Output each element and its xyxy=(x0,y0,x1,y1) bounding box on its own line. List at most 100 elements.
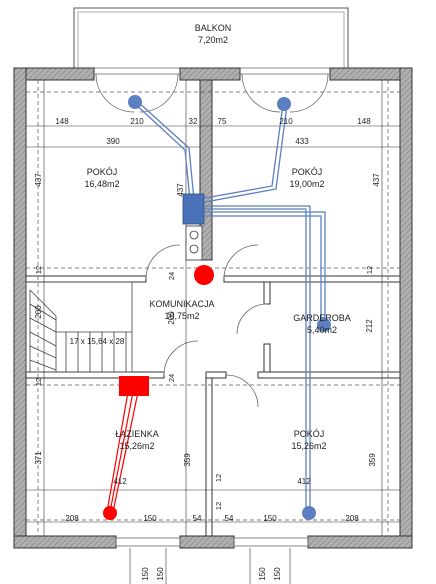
red-pipes xyxy=(106,391,139,513)
door-garderoba xyxy=(236,303,268,335)
stairs-outline xyxy=(25,281,133,373)
dim-center-24-b: 24 xyxy=(167,374,176,382)
pipe-red-b xyxy=(109,391,134,513)
dim-top-148-left: 148 xyxy=(55,117,69,126)
door-right-swing-b xyxy=(289,73,329,113)
stairs xyxy=(25,281,133,373)
dim-top-210-left: 210 xyxy=(130,117,144,126)
stairs-steps xyxy=(29,303,57,371)
room-pokoj-bottom-name: POKÓJ xyxy=(294,429,325,439)
room-labels: BALKON 7,20m2 POKÓJ 16,48m2 POKÓJ 19,00m… xyxy=(70,23,351,451)
pipe-garderoba-a xyxy=(205,211,326,324)
dim-left-437: 437 xyxy=(34,173,43,187)
balcony-doors xyxy=(94,73,330,113)
dimension-labels: 148 210 32 75 210 148 390 433 437 437 43… xyxy=(34,117,381,581)
interior-walls xyxy=(25,79,401,537)
room-pokoj-bottom-area: 15,26m2 xyxy=(291,441,326,451)
pipe-pokoj-right-a xyxy=(204,103,284,199)
pipe-pokoj-left-a xyxy=(132,101,191,201)
dim-center-12-b: 12 xyxy=(214,502,223,510)
wall-right xyxy=(399,67,413,549)
dim-bottom-208-left: 208 xyxy=(65,514,79,523)
door-pokoj-left xyxy=(145,244,181,280)
dim-top-32: 32 xyxy=(189,117,198,126)
wall-garderoba-bottom xyxy=(263,343,271,373)
wall-interior-vertical-bottom xyxy=(205,377,213,537)
dim-bottom-150-right: 150 xyxy=(263,514,277,523)
dimension-lines xyxy=(26,80,400,584)
outlet-pokoj-bottom xyxy=(302,506,316,520)
dim-right-12-a: 12 xyxy=(365,266,374,274)
room-pokoj-left-area: 16,48m2 xyxy=(84,179,119,189)
dim-right-437: 437 xyxy=(372,173,381,187)
windows xyxy=(115,537,309,547)
dim-bottom-54-left: 54 xyxy=(193,514,202,523)
equipment xyxy=(119,193,214,396)
room-garderoba-area: 5,40m2 xyxy=(307,325,337,335)
dim-top-75: 75 xyxy=(218,117,227,126)
dim-center-359: 359 xyxy=(183,453,192,467)
pipe-garderoba-b xyxy=(205,215,322,324)
outlet-lazienka xyxy=(103,506,117,520)
wall-left xyxy=(13,67,27,549)
wall-interior-h2-right xyxy=(257,371,401,379)
door-left-swing-b xyxy=(139,73,179,113)
dim-bottom-150-left: 150 xyxy=(143,514,157,523)
dim-left-12-a: 12 xyxy=(34,266,43,274)
wall-interior-h2-mid xyxy=(205,371,227,379)
pipe-red-a xyxy=(106,391,129,513)
dim-top-210-right: 210 xyxy=(279,117,293,126)
room-komunikacja-area: 10,75m2 xyxy=(164,311,199,321)
dim-pokoj-412: 412 xyxy=(297,477,311,486)
wall-bottom-center xyxy=(179,535,235,549)
window-bottom-left xyxy=(115,537,181,547)
room-balkon-name: BALKON xyxy=(195,23,232,33)
blue-pipes xyxy=(132,100,326,512)
pipe-pokoj-bottom-b xyxy=(205,208,307,512)
manifold-box xyxy=(182,193,205,225)
dim-left-371: 371 xyxy=(34,451,43,465)
dim-left-12-b: 12 xyxy=(34,378,43,386)
door-lazienka xyxy=(163,340,199,376)
stairs-flight xyxy=(29,289,57,372)
dim-lazienka-412: 412 xyxy=(113,477,127,486)
dim-center-437: 437 xyxy=(176,183,185,197)
outlet-pokoj-right xyxy=(277,97,291,111)
dim-top-148-right: 148 xyxy=(357,117,371,126)
pipe-pokoj-bottom-a xyxy=(205,205,311,512)
dim-bottom-v-150-1: 150 xyxy=(141,567,150,581)
room-pokoj-left-name: POKÓJ xyxy=(87,167,118,177)
wall-top-center xyxy=(179,67,241,81)
dim-bottom-v-150-3: 150 xyxy=(258,567,267,581)
door-pokoj-right xyxy=(223,244,259,280)
dim-top-390: 390 xyxy=(106,137,120,146)
red-heater-box xyxy=(119,376,149,396)
dim-bottom-v-150-4: 150 xyxy=(273,567,282,581)
wall-bottom-left xyxy=(13,535,117,549)
door-right-swing-a xyxy=(241,73,281,113)
dim-bottom-54-right: 54 xyxy=(225,514,234,523)
dim-left-200: 200 xyxy=(34,305,43,319)
dim-right-212: 212 xyxy=(365,319,374,333)
dim-top-433: 433 xyxy=(295,137,309,146)
outlet-garderoba xyxy=(317,318,331,332)
interior-doors xyxy=(145,244,268,408)
room-lazienka-name: ŁAZIENKA xyxy=(115,429,159,439)
stairs-treads xyxy=(56,331,132,372)
boiler-red-circle xyxy=(194,265,214,285)
pipe-pokoj-right-b xyxy=(204,104,288,203)
valve-icon-1 xyxy=(189,230,199,240)
window-bottom-right xyxy=(233,537,309,547)
room-komunikacja-name: KOMUNIKACJA xyxy=(149,299,214,309)
door-left-swing-a xyxy=(95,73,135,113)
door-pokoj-bottom xyxy=(225,374,259,408)
dim-center-200: 200 xyxy=(167,311,176,325)
room-pokoj-right-name: POKÓJ xyxy=(292,167,323,177)
dim-center-12-a: 12 xyxy=(214,474,223,482)
dashed-lines xyxy=(26,80,400,536)
wall-interior-h1-right xyxy=(223,275,401,283)
dim-bottom-208-right: 208 xyxy=(345,514,359,523)
dim-right-359: 359 xyxy=(368,453,377,467)
wall-garderoba-top xyxy=(263,281,271,305)
